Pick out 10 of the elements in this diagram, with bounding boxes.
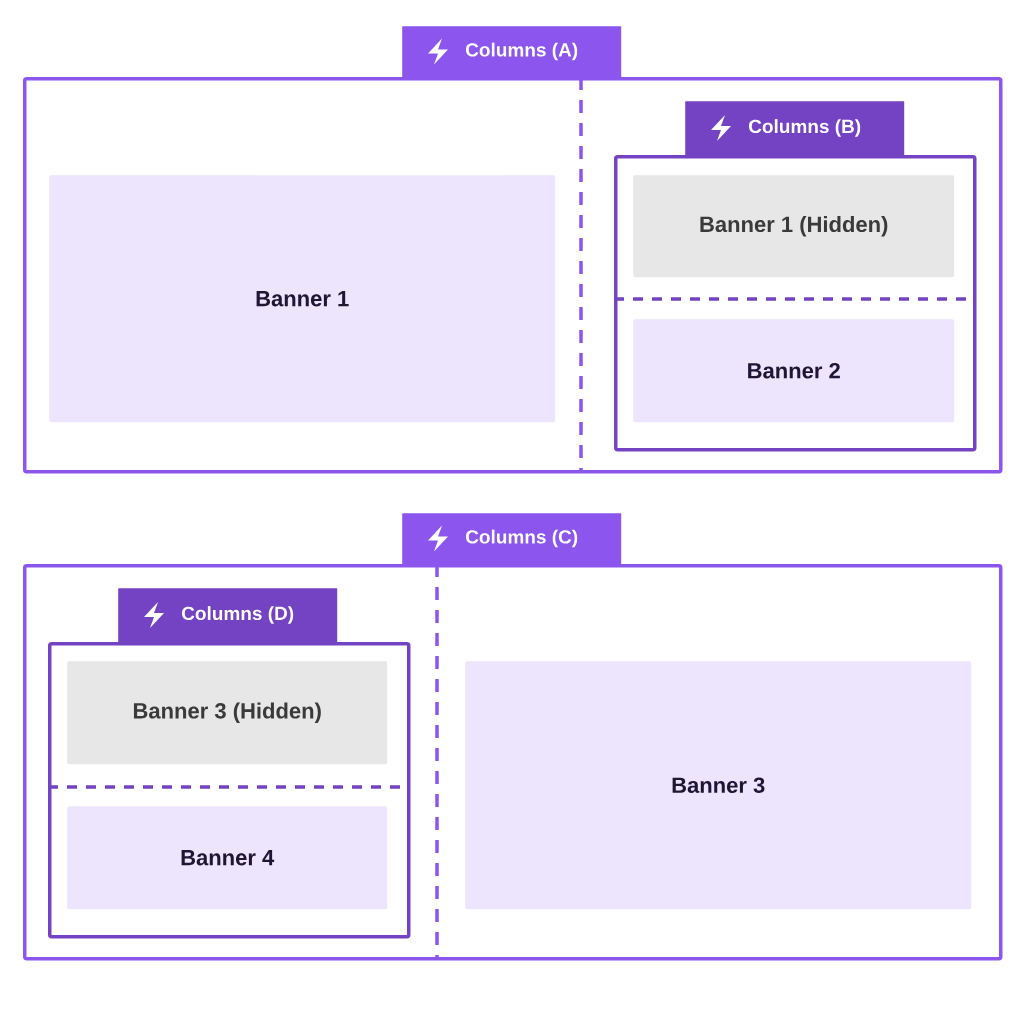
banner-box: Banner 1 (49, 175, 556, 423)
banner-box: Banner 3 (Hidden) (67, 661, 388, 765)
banner-box: Banner 4 (67, 806, 388, 910)
tab-label: Columns (A) (402, 26, 622, 80)
banner-box: Banner 2 (633, 319, 955, 423)
tab-label: Columns (C) (402, 513, 622, 567)
tab-label: Columns (B) (685, 101, 905, 158)
tab-label: Columns (D) (118, 588, 338, 645)
banner-box: Banner 1 (Hidden) (633, 175, 955, 278)
banner-box: Banner 3 (465, 661, 972, 910)
